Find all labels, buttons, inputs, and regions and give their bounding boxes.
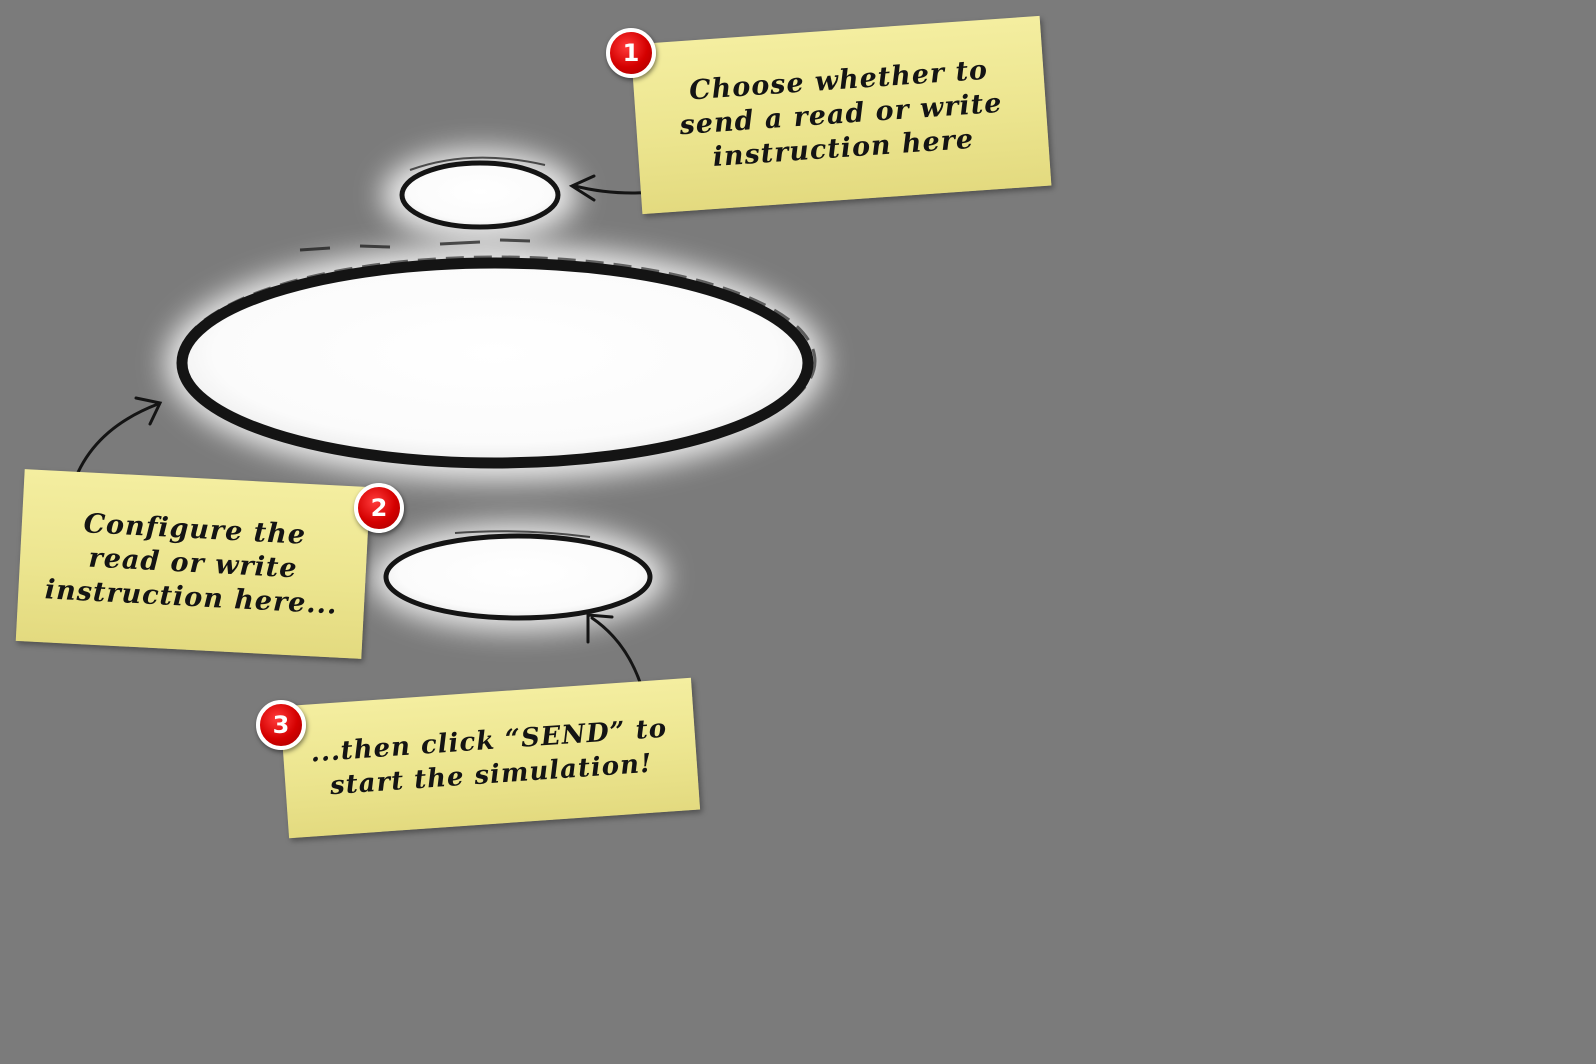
send-button-highlight[interactable] [383, 530, 653, 621]
step-2-badge: 2 [354, 483, 404, 533]
step-1-badge: 1 [606, 28, 656, 78]
sticky-note-step-1: Choose whether to send a read or write i… [630, 15, 1052, 215]
step-1-instruction: Choose whether to send a read or write i… [678, 54, 1004, 174]
sticky-note-step-2: Configure the read or write instruction … [15, 469, 371, 659]
step-3-badge: 3 [256, 700, 306, 750]
instruction-config-highlight[interactable] [176, 238, 817, 469]
step-2-instruction: Configure the read or write instruction … [44, 508, 339, 621]
operation-selector-highlight[interactable] [399, 156, 561, 230]
step-3-instruction: ...then click “SEND” to start the simula… [309, 713, 669, 802]
